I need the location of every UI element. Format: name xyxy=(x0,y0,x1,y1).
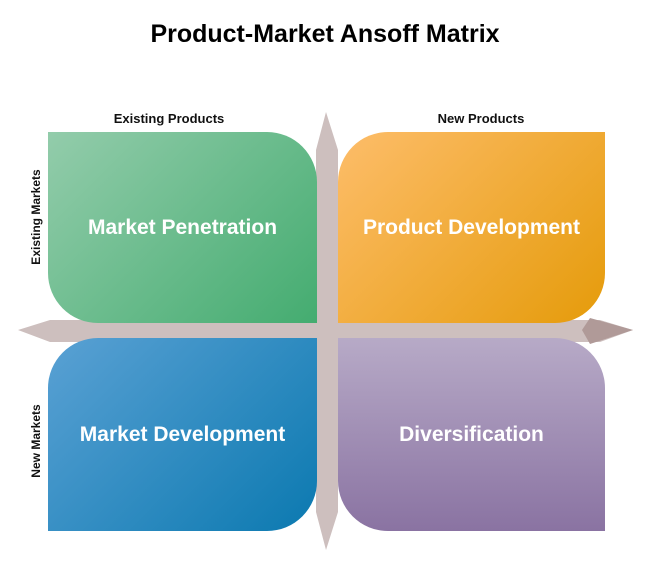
row-label-existing-markets: Existing Markets xyxy=(29,169,43,265)
column-label-existing-products: Existing Products xyxy=(113,111,225,126)
quadrant-market-penetration: Market Penetration xyxy=(48,132,317,323)
quadrant-diversification: Diversification xyxy=(338,338,605,531)
right-arrow-shade xyxy=(582,318,633,344)
quadrant-market-development: Market Development xyxy=(48,338,317,531)
cross-shape xyxy=(18,112,633,550)
row-label-new-markets: New Markets xyxy=(29,404,43,478)
quadrant-product-development: Product Development xyxy=(338,132,605,323)
column-label-new-products: New Products xyxy=(437,111,525,126)
page-title: Product-Market Ansoff Matrix xyxy=(150,20,500,48)
